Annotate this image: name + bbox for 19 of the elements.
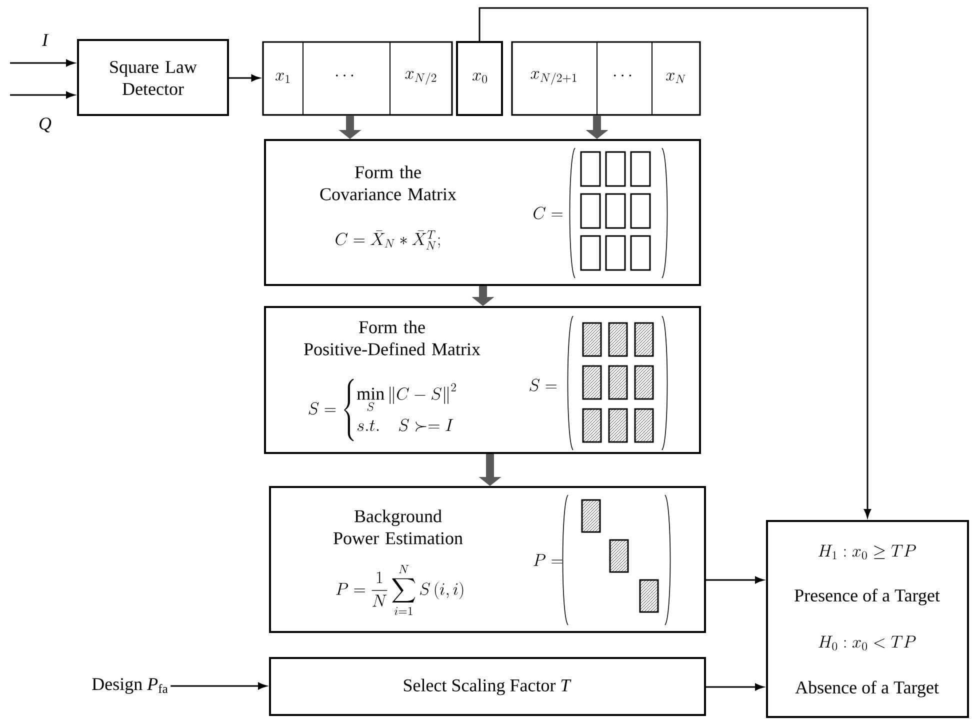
arrow xyxy=(229,74,260,82)
arrow xyxy=(10,92,75,98)
arrow xyxy=(10,60,75,66)
process-box: Form the Covariance Matrix $C=\bar{X}_N*\bar{X}_N^T;$ $C=$ xyxy=(264,138,701,286)
register-box: $x_{N/2+1}$ $\cdots$ $x_N$ xyxy=(511,41,701,116)
register-box: $x_1$ $\cdots$ $x_{N/2}$ xyxy=(262,41,453,116)
arrow xyxy=(170,682,267,690)
arrow xyxy=(706,576,764,584)
process-box: Square Law Detector xyxy=(77,39,229,116)
register-box: $x_0$ xyxy=(456,41,503,116)
process-box: Background Power Estimation $P=\dfrac{1}{N}\sum_{i=1}^{N}S\left(i,i\right)$ $P=$ xyxy=(269,486,706,633)
decision-box: $H_1:x_0\ge TP$ Presence of a Target $H_0:x_0<TP$ Absence of a Target xyxy=(766,520,969,718)
arrow xyxy=(478,7,871,518)
input-label: Design P$_{fa}$ xyxy=(92,678,168,694)
edge-label: I xyxy=(41,33,49,47)
edge-label: Q xyxy=(38,116,52,134)
process-box: Form the Positive-Defined Matrix $S=\begin{cases}\min\limits_{S}\left\|C-S\right\|^2\\ s.t.\quad S\succ=I\end{cases}$ $S=$ xyxy=(264,306,701,454)
process-box: Select Scaling Factor T xyxy=(269,656,706,716)
arrow xyxy=(706,684,764,690)
